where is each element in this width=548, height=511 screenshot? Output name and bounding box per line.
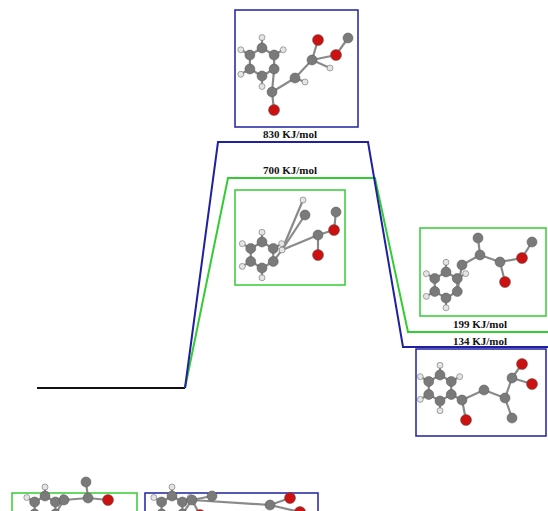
energy-label: 199 KJ/mol <box>453 318 507 330</box>
energy-label: 700 KJ/mol <box>263 164 317 176</box>
structure-frame <box>235 10 358 127</box>
molecule-model <box>24 477 114 511</box>
molecule-model <box>417 359 537 426</box>
energy-label: 134 KJ/mol <box>453 335 507 347</box>
molecule-model <box>238 33 353 116</box>
structure-frame <box>416 349 546 436</box>
molecule-model <box>423 233 537 311</box>
molecule-model <box>151 484 306 511</box>
reactant-level <box>37 387 185 389</box>
green-pathway <box>185 178 548 388</box>
molecule-model <box>239 197 341 281</box>
structure-frame <box>235 190 345 285</box>
energy-label: 830 KJ/mol <box>263 128 317 140</box>
structure-frame <box>420 228 546 316</box>
blue-pathway <box>185 142 548 388</box>
structure-frame <box>12 493 137 511</box>
